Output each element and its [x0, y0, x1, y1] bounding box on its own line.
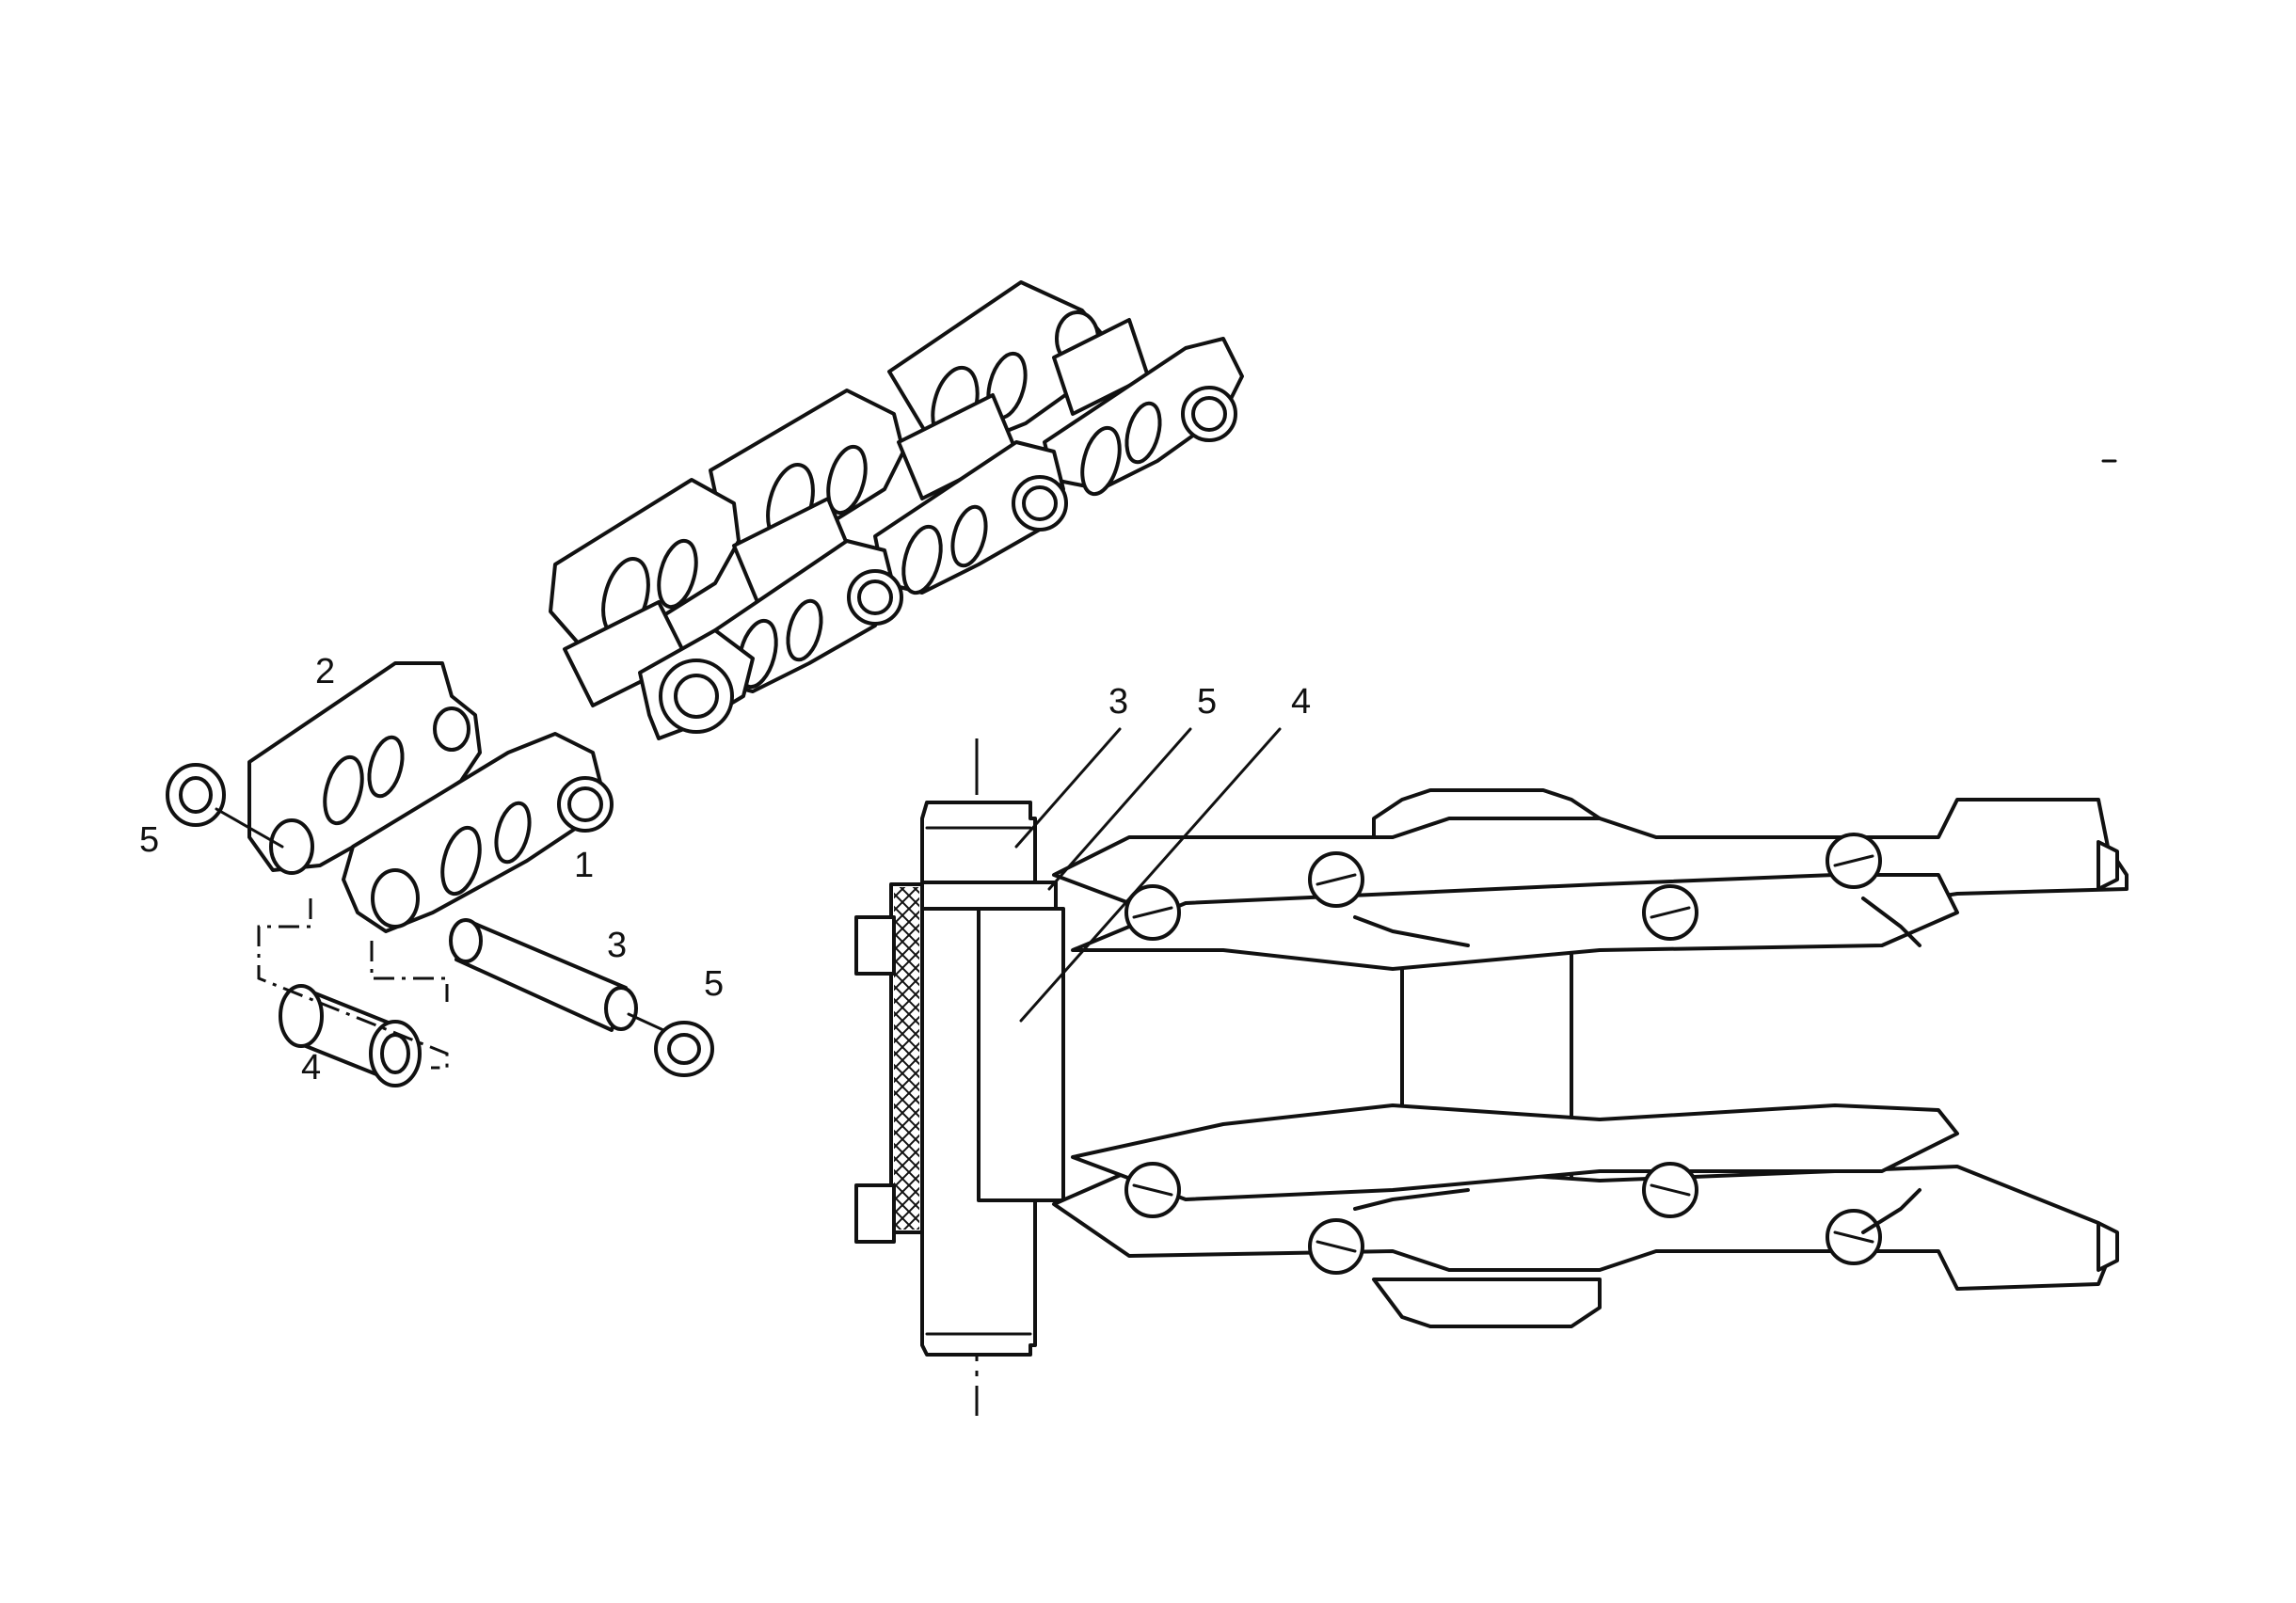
upper-rail	[1052, 798, 2129, 971]
callout-labels: 2 5 1 3 5 4 3 5 4	[139, 652, 1311, 1087]
callout-section-seal-5: 5	[1197, 682, 1217, 722]
section-bush-4	[977, 907, 1065, 1202]
assembly-line-bush	[257, 898, 449, 1070]
seal-5-right-part	[654, 1021, 714, 1077]
lower-rail	[1052, 1103, 2110, 1291]
section-shoe-pad	[854, 882, 924, 1244]
link-1-part	[342, 732, 614, 933]
chain-plan-section-view	[854, 459, 2129, 1416]
callout-link-1: 1	[574, 846, 594, 885]
chain-front-link-2	[713, 539, 903, 693]
chain-back-link-2	[709, 389, 905, 557]
callout-section-bush-4: 4	[1291, 682, 1311, 722]
exploded-parts	[166, 661, 714, 1087]
callout-link-2: 2	[315, 652, 335, 691]
callout-bush-4: 4	[301, 1048, 321, 1087]
link-2-part	[247, 661, 482, 875]
seal-5-left-part	[166, 763, 284, 849]
assembly-line-link	[370, 941, 449, 1002]
rail-ends	[2097, 840, 2119, 1272]
chain-front-link-1	[638, 628, 755, 740]
chain-front-link-4	[1043, 337, 1244, 497]
callout-seal-5-left: 5	[139, 820, 159, 860]
chain-front-link-3	[873, 440, 1068, 595]
leader-lines	[1014, 727, 1282, 1023]
assembled-chain-isometric	[549, 280, 1244, 740]
callout-section-pin-3: 3	[1108, 682, 1128, 722]
callout-seal-5-right: 5	[704, 964, 724, 1004]
callout-pin-3: 3	[607, 926, 627, 965]
section-seal-5	[920, 881, 1058, 911]
pin-3-part	[449, 918, 665, 1032]
